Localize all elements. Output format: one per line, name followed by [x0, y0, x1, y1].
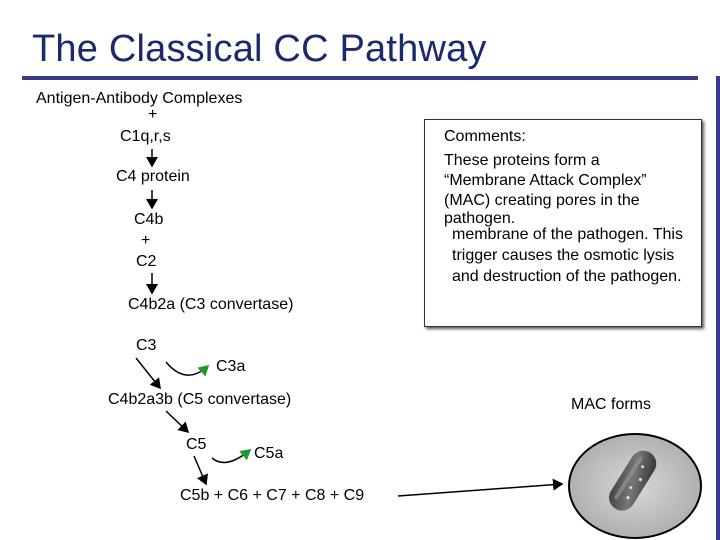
arrow-c5-to-c5a: [211, 449, 252, 464]
arrow-to-mac: [397, 478, 564, 497]
pathway-c5-convertase: C4b2a3b (C5 convertase): [108, 391, 292, 408]
pathway-c2: C2: [136, 253, 157, 270]
pathway-plus-1: +: [148, 106, 158, 123]
pathway-c4-protein: C4 protein: [116, 168, 190, 185]
arrow-c5-to-c5b: [193, 455, 208, 486]
comment-line-2: “Membrane Attack Complex”: [444, 172, 647, 189]
pathway-mac-components: C5b + C6 + C7 + C8 + C9: [180, 487, 365, 504]
pathway-c3: C3: [136, 337, 157, 354]
right-border: [716, 76, 720, 540]
pathway-c5: C5: [186, 436, 207, 453]
comment-final-text: membrane of the pathogen. This trigger c…: [452, 226, 683, 285]
comments-box: [424, 119, 702, 327]
comment-line-3: (MAC) creating pores in the: [444, 192, 640, 209]
comments-label: Comments:: [444, 128, 526, 145]
mac-bacterium-image: [568, 433, 702, 539]
slide-title: The Classical CC Pathway: [32, 28, 487, 70]
comment-line-1: These proteins form a: [444, 152, 600, 169]
pathway-c3a: C3a: [216, 358, 246, 375]
mac-forms-label: MAC forms: [571, 396, 651, 413]
pathway-antigen-antibody: Antigen-Antibody Complexes: [36, 90, 243, 107]
arrow-c3-to-c4b2a3b: [135, 357, 161, 390]
arrow-convertase-to-c5: [165, 410, 190, 434]
comment-line-4: pathogen.: [444, 210, 516, 227]
pathway-c5a: C5a: [254, 445, 284, 462]
pathway-c3-convertase: C4b2a (C3 convertase): [128, 296, 294, 313]
pathway-plus-2: +: [141, 232, 151, 249]
pathway-c1qrs: C1q,r,s: [120, 128, 171, 145]
arrow-c3-to-c3a: [165, 361, 210, 377]
title-divider: [22, 76, 698, 80]
comments-overlapping-text: These proteins form a “Membrane Attack C…: [444, 148, 684, 228]
pathway-c4b: C4b: [134, 211, 164, 228]
